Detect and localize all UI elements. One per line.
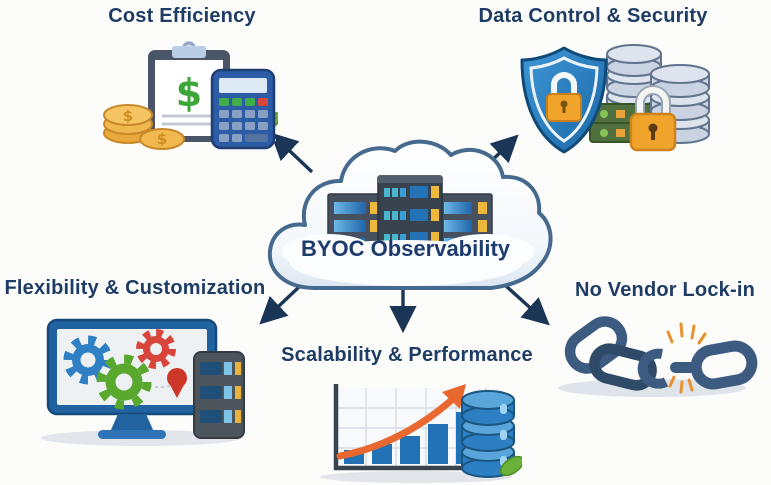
center-node-byoc: BYOC Observability bbox=[258, 136, 553, 300]
svg-text:$: $ bbox=[157, 130, 167, 148]
gear-red-icon bbox=[136, 329, 176, 369]
cloud-foreground-puffs bbox=[282, 234, 534, 286]
shield-lock-databases-icon bbox=[520, 44, 710, 154]
svg-text:$: $ bbox=[123, 107, 133, 125]
connector-line bbox=[131, 379, 171, 389]
no-vendor-lock-in-label: No Vendor Lock-in bbox=[574, 279, 756, 301]
center-label: BYOC Observability bbox=[300, 236, 511, 261]
growth-arrow-icon bbox=[336, 384, 466, 460]
chain-left-links bbox=[564, 316, 669, 391]
coins-icon: $ $ bbox=[103, 104, 185, 150]
scalability-performance-label: Scalability & Performance bbox=[281, 344, 533, 366]
gear-green-icon bbox=[96, 354, 152, 410]
growth-chart-database-icon bbox=[320, 384, 522, 483]
break-spark-lines bbox=[666, 322, 707, 394]
clipboard-calculator-coins-icon: $ $ $ bbox=[103, 41, 278, 150]
shield-lock-icon bbox=[520, 46, 608, 154]
data-control-security-label: Data Control & Security bbox=[478, 5, 708, 27]
map-pin-icon bbox=[167, 368, 187, 398]
calculator-icon bbox=[210, 68, 276, 150]
server-tower-icon bbox=[193, 351, 245, 439]
shadow bbox=[320, 471, 512, 483]
flexibility-customization-label: Flexibility & Customization bbox=[4, 277, 266, 299]
cost-efficiency-label: Cost Efficiency bbox=[108, 5, 256, 27]
svg-text:$: $ bbox=[176, 71, 202, 115]
server-rack-center bbox=[377, 175, 443, 259]
padlock-icon bbox=[629, 85, 677, 152]
leaf-icon bbox=[499, 455, 522, 477]
monitor-gears-server-icon bbox=[41, 318, 245, 446]
broken-chain-icon bbox=[558, 316, 758, 397]
cloud-servers-icon bbox=[267, 139, 553, 290]
chain-right-links bbox=[670, 340, 758, 390]
